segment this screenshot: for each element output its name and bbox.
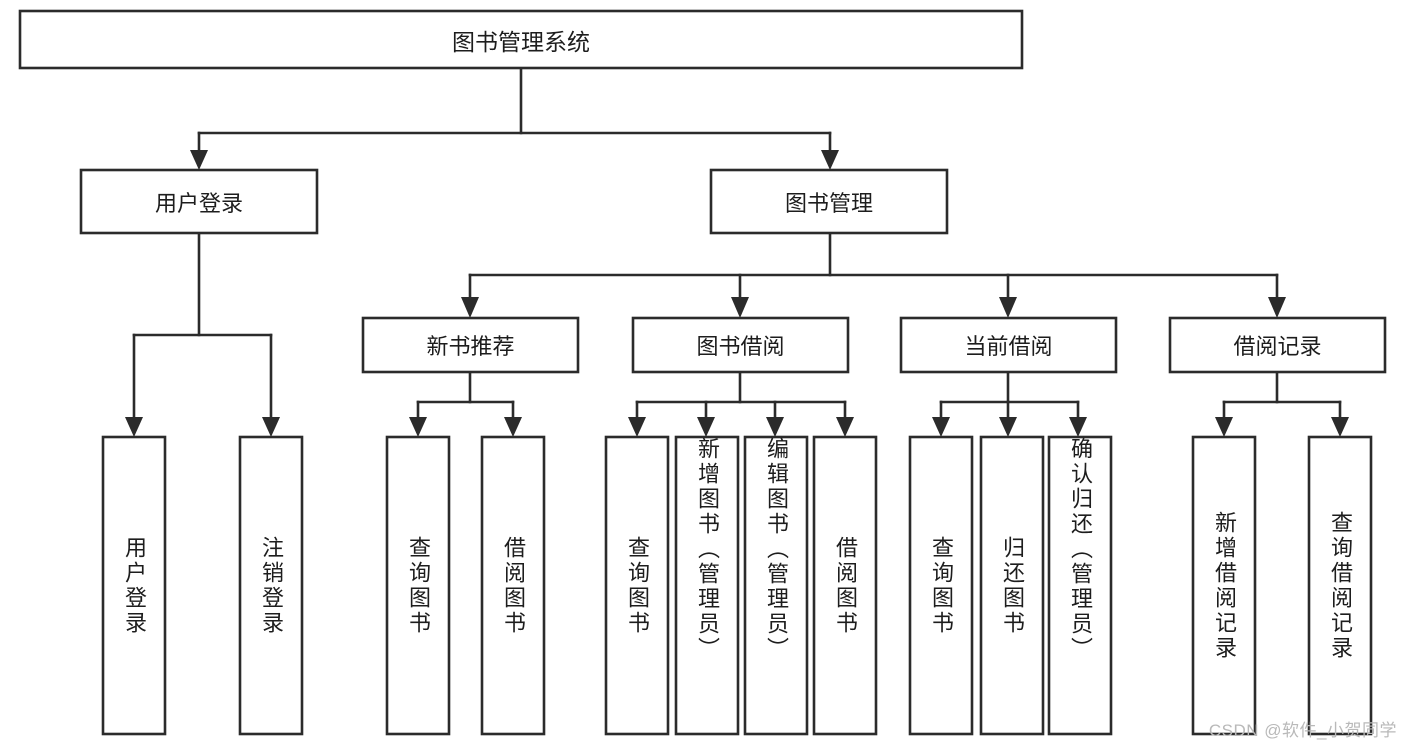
node-leaf-query-book-borrow[interactable] [604, 435, 670, 736]
node-leaf-logout[interactable] [238, 435, 304, 736]
node-leaf-query-book-new[interactable] [385, 435, 451, 736]
connector-bookmgmt-to-level3 [461, 231, 1286, 318]
node-book-borrow[interactable] [631, 316, 850, 374]
node-leaf-query-book-current[interactable] [908, 435, 974, 736]
node-user-login[interactable] [79, 168, 319, 235]
node-leaf-add-borrow-record[interactable] [1191, 435, 1257, 736]
connector-currentborrow-to-leaves [932, 370, 1087, 437]
node-current-borrow[interactable] [899, 316, 1118, 374]
node-book-management[interactable] [709, 168, 949, 235]
connector-root-to-level2 [190, 67, 839, 170]
connector-borrowrecord-to-leaves [1215, 370, 1349, 437]
node-leaf-return-book[interactable] [979, 435, 1045, 736]
node-leaf-borrow-book-new[interactable] [480, 435, 546, 736]
node-borrow-record[interactable] [1168, 316, 1387, 374]
node-root-book-mgmt-system[interactable] [18, 9, 1024, 70]
node-leaf-add-book-admin[interactable] [674, 435, 740, 736]
connector-newbook-to-leaves [409, 370, 522, 437]
node-leaf-query-borrow-record[interactable] [1307, 435, 1373, 736]
node-leaf-borrow-book[interactable] [812, 435, 878, 736]
node-leaf-user-login[interactable] [101, 435, 167, 736]
connector-borrowbook-to-leaves [628, 370, 854, 437]
connector-userlogin-to-leaves [125, 231, 280, 437]
node-leaf-edit-book-admin[interactable] [743, 435, 809, 736]
node-new-book-recommend[interactable] [361, 316, 580, 374]
node-leaf-confirm-return-admin[interactable] [1047, 435, 1113, 736]
